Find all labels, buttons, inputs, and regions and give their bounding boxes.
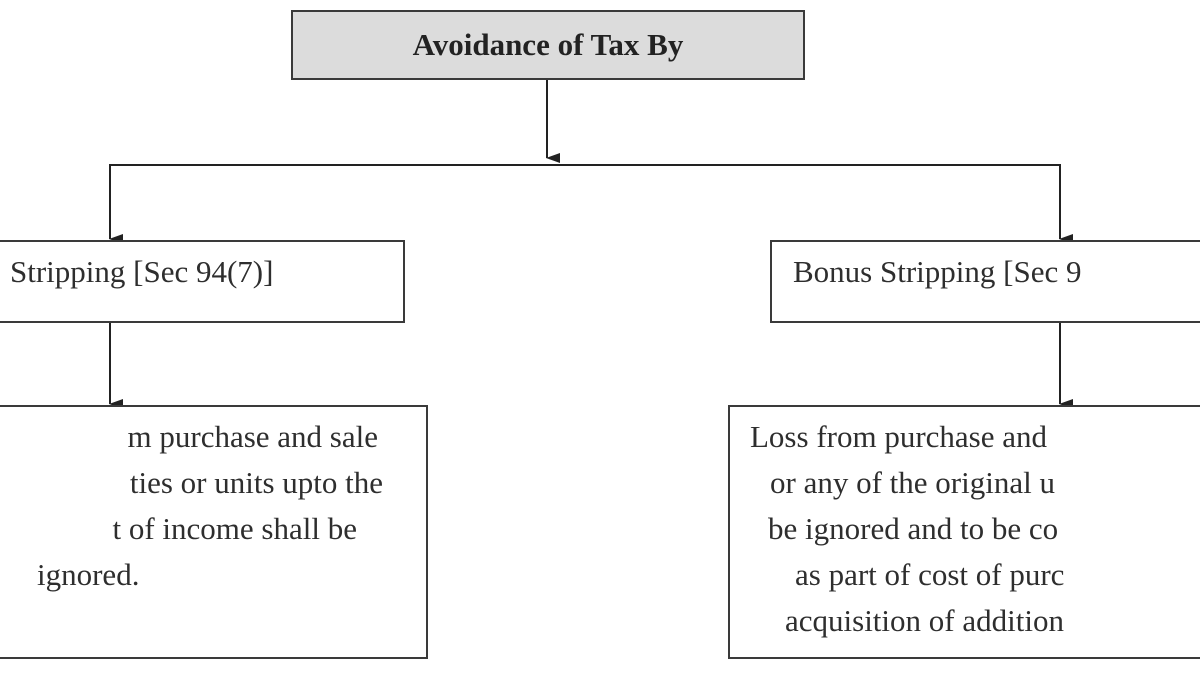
left-heading-box bbox=[0, 240, 405, 323]
right-detail-line: Loss from purchase and bbox=[750, 419, 1047, 454]
title-text: Avoidance of Tax By bbox=[412, 27, 684, 62]
left-detail-line: ties or units upto the bbox=[129, 465, 383, 500]
right-detail-line: be ignored and to be co bbox=[768, 511, 1059, 546]
left-detail-line: m purchase and sale bbox=[127, 419, 378, 454]
right-detail-line: or any of the original u bbox=[770, 465, 1055, 500]
left-detail-line: t of income shall be bbox=[112, 511, 358, 546]
left-detail-line: ignored. bbox=[37, 557, 140, 592]
right-heading-text: Bonus Stripping [Sec 9 bbox=[793, 254, 1082, 289]
left-detail-box bbox=[0, 405, 428, 659]
right-detail-line: acquisition of addition bbox=[785, 603, 1064, 638]
right-heading-box bbox=[770, 240, 1200, 323]
right-detail-line: as part of cost of purc bbox=[795, 557, 1065, 592]
title-box: Avoidance of Tax By bbox=[291, 10, 805, 80]
left-heading-text: Stripping [Sec 94(7)] bbox=[10, 254, 274, 289]
right-detail-box bbox=[728, 405, 1200, 659]
